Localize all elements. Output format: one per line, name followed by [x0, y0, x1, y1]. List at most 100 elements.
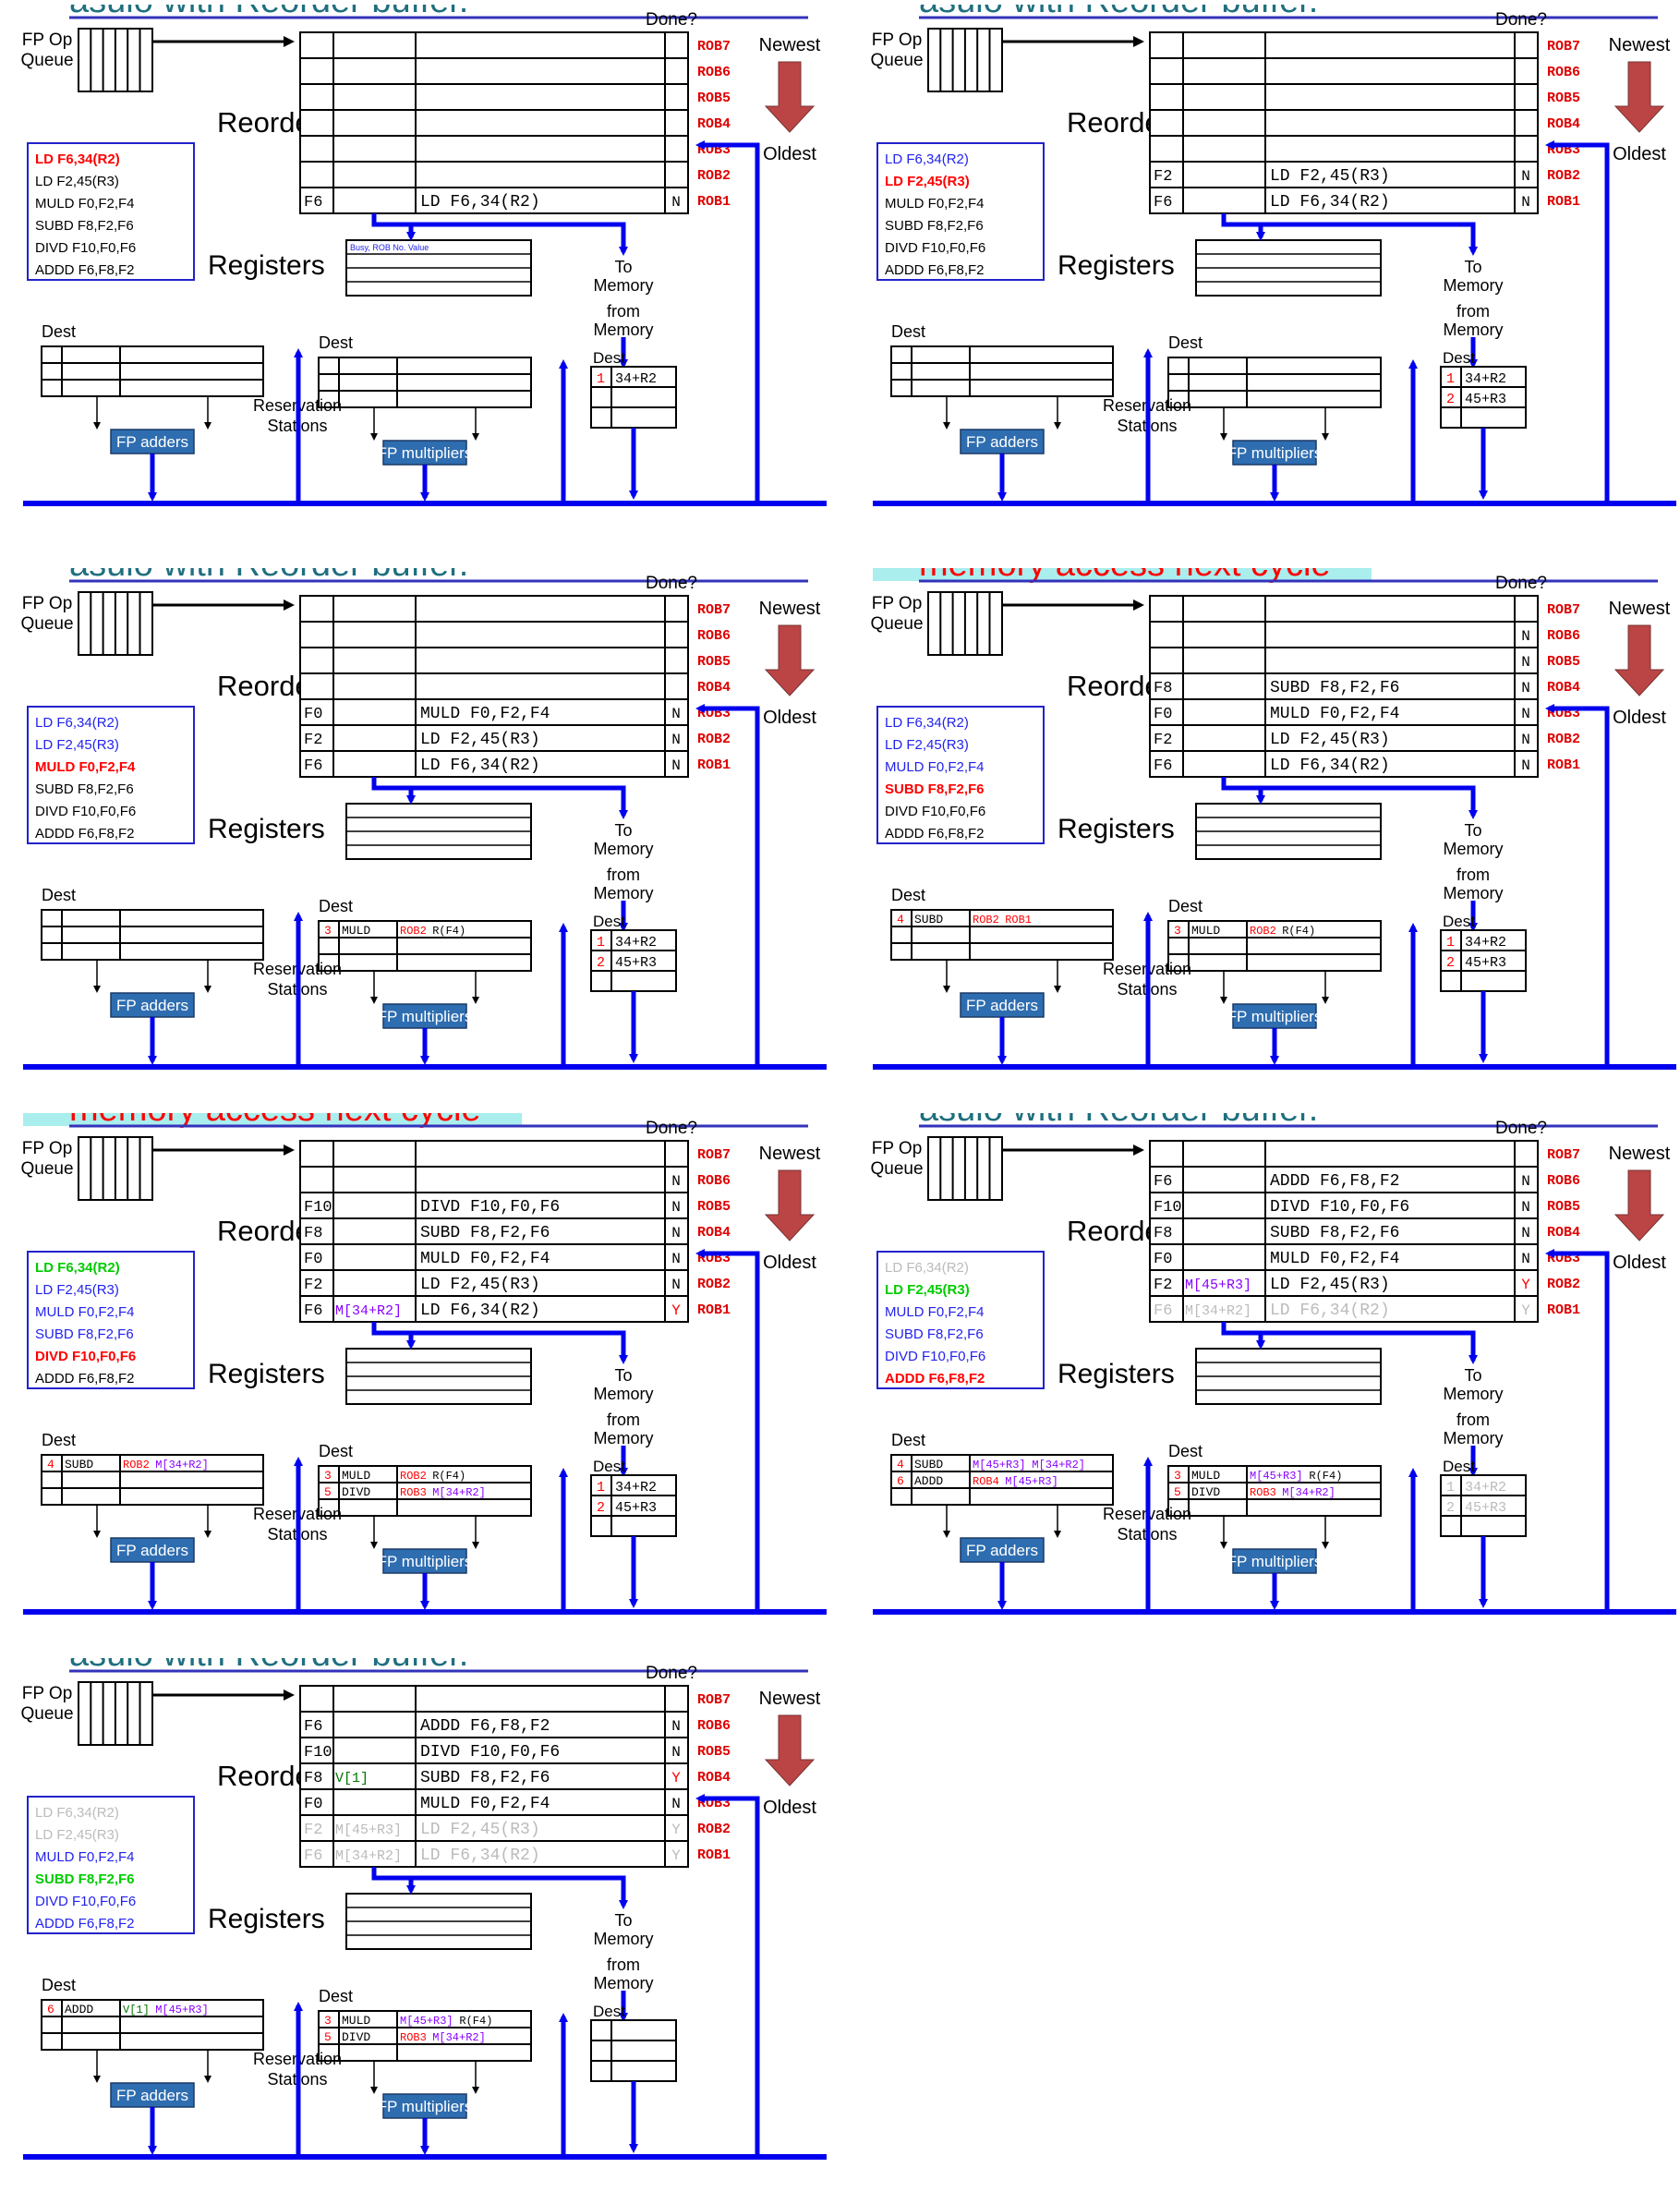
rob-done-flag: N	[671, 1251, 681, 1267]
rob-label: ROB2	[1547, 1277, 1580, 1292]
rob-done-flag: N	[671, 1199, 681, 1216]
dest-label: Dest	[891, 1431, 925, 1449]
rob-dest: F0	[1154, 706, 1172, 723]
oldest-label: Oldest	[1613, 708, 1666, 728]
rob-done-flag: N	[1521, 654, 1530, 671]
dest-label: Dest	[1443, 349, 1475, 367]
rob-instruction: LD F6,34(R2)	[420, 1847, 540, 1865]
from-memory-label: from	[1456, 1411, 1490, 1429]
to-memory-bus	[371, 1322, 628, 1364]
rs-operand-1: M[45+R3]	[973, 1459, 1026, 1471]
rob-instruction: LD F2,45(R3)	[1270, 167, 1390, 186]
fp-multipliers-unit-label: FP multipliers	[378, 2098, 473, 2115]
rs-op: DIVD	[342, 2030, 370, 2044]
rs-operand-1: ROB3	[400, 2031, 427, 2044]
rob-dest: F0	[1154, 1251, 1172, 1268]
dest-label: Dest	[319, 897, 353, 915]
to-memory-label: Memory	[593, 840, 653, 858]
fp-adders-unit-label: FP adders	[966, 997, 1038, 1014]
instruction-item: LD F6,34(R2)	[885, 151, 969, 167]
registers-label: Registers	[1058, 250, 1175, 281]
instruction-item: LD F2,45(R3)	[885, 737, 969, 753]
load-buffer-address: 45+R3	[1465, 392, 1506, 407]
rob-dest: F10	[304, 1744, 332, 1762]
rob-done-flag: Y	[671, 1770, 681, 1786]
rob-instruction: SUBD F8,F2,F6	[420, 1769, 550, 1787]
slide-diagram: memory access next cycleFP OpQueueReorde…	[20, 1113, 827, 1615]
rs-id: 5	[324, 1485, 332, 1499]
dest-label: Dest	[593, 2003, 625, 2020]
rob-label: ROB2	[697, 1822, 731, 1837]
fp-multipliers-unit-label: FP multipliers	[1227, 1008, 1323, 1025]
done-label: Done?	[646, 10, 697, 30]
from-memory-label: Memory	[1443, 884, 1503, 902]
slide-panel-2: asuio with Reorder buffer.FP OpQueueReor…	[864, 5, 1680, 522]
rob-done-flag: N	[671, 1718, 681, 1735]
load-buffer-id: 2	[597, 1500, 605, 1516]
fp-multipliers-unit-label: FP multipliers	[378, 444, 473, 462]
to-memory-label: To	[1464, 821, 1481, 840]
rob-dest: F2	[304, 732, 322, 749]
rob-label: ROB5	[1547, 91, 1580, 106]
dest-label: Dest	[1443, 1458, 1475, 1475]
rs-op: DIVD	[342, 1485, 370, 1499]
instruction-item: LD F2,45(R3)	[35, 174, 119, 189]
rob-instruction: LD F6,34(R2)	[420, 757, 540, 775]
rob-dest: F6	[304, 194, 322, 212]
rob-entry: N	[1521, 628, 1530, 645]
newest-label: Newest	[759, 599, 821, 619]
rob-label: ROB7	[697, 602, 731, 618]
rob-instruction: MULD F0,F2,F4	[1270, 1250, 1399, 1268]
rob-label: ROB6	[697, 1718, 731, 1734]
rob-label: ROB6	[1547, 1173, 1580, 1189]
rs-operand-1: ROB2	[400, 1470, 427, 1483]
to-memory-label: Memory	[593, 276, 653, 295]
load-buffer-address: 34+R2	[615, 371, 657, 387]
rob-dest: F2	[304, 1277, 322, 1294]
rs-operand-2: M[45+R3]	[155, 2004, 209, 2016]
rob-dest: F0	[304, 706, 322, 723]
instruction-list-box	[876, 142, 1045, 281]
rs-id: 4	[897, 1458, 904, 1471]
rob-label: ROB6	[1547, 65, 1580, 80]
instruction-item: MULD F0,F2,F4	[35, 759, 136, 775]
registers-label: Registers	[208, 1359, 325, 1389]
instruction-item: LD F2,45(R3)	[35, 1282, 119, 1298]
rs-op: MULD	[1191, 1469, 1220, 1483]
oldest-label: Oldest	[763, 144, 816, 164]
load-buffer-id: 2	[1446, 1500, 1455, 1516]
rob-label: ROB4	[697, 1770, 731, 1786]
fp-adders-unit-label: FP adders	[116, 997, 188, 1014]
from-memory-label: Memory	[1443, 1429, 1503, 1447]
rob-label: ROB7	[1547, 39, 1580, 54]
instruction-item: ADDD F6,F8,F2	[35, 1916, 135, 1932]
rob-label: ROB7	[697, 1692, 731, 1708]
done-label: Done?	[1495, 574, 1547, 593]
rob-label: ROB5	[697, 1199, 731, 1215]
rs-op: MULD	[342, 1469, 370, 1483]
rob-value: M[34+R2]	[1185, 1303, 1251, 1319]
load-buffer-id: 1	[1446, 935, 1455, 951]
fp-adders-unit-label: FP adders	[116, 433, 188, 451]
rob-instruction: LD F6,34(R2)	[1270, 757, 1390, 775]
fp-op-queue-label: FP Op	[872, 594, 923, 613]
rob-dest: F2	[1154, 732, 1172, 749]
rob-done-flag: N	[671, 732, 681, 748]
